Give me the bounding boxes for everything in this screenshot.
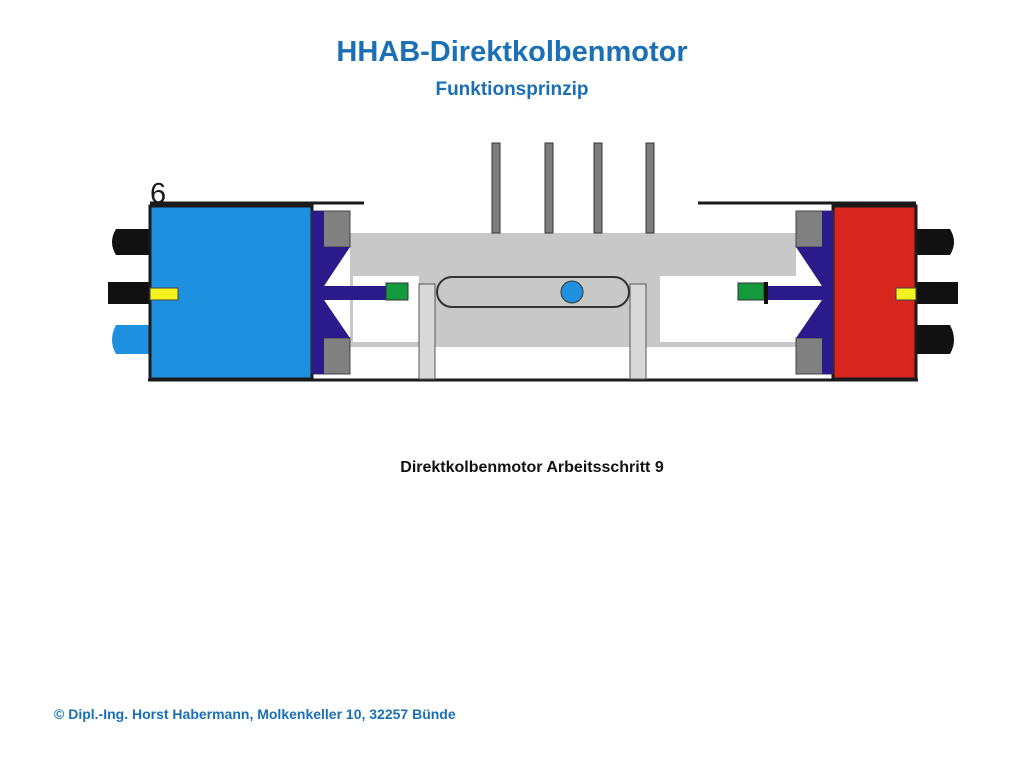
- cooling-fin: [544, 142, 554, 234]
- right-cylinder: [737, 204, 958, 381]
- right-valve-stem: [764, 282, 768, 304]
- right-spark-plug: [895, 287, 917, 301]
- cooling-fins: [491, 142, 655, 234]
- diagram-caption: Direktkolbenmotor Arbeitsschritt 9: [400, 459, 664, 476]
- left-exhaust-port-top: [112, 229, 150, 255]
- left-cylinder: [108, 204, 409, 381]
- cooling-fin: [645, 142, 655, 234]
- right-piston-strut-top: [796, 247, 822, 286]
- left-piston-strut-top: [324, 247, 350, 286]
- center-mechanism: [418, 276, 647, 380]
- page-title: HHAB-Direktkolbenmotor: [336, 36, 688, 68]
- right-piston-plate: [822, 211, 833, 374]
- left-piston-strut-bottom: [324, 300, 350, 338]
- left-exhaust-port-mid: [108, 282, 150, 304]
- left-valve: [385, 282, 409, 301]
- right-piston-strut-bottom: [796, 300, 822, 338]
- left-piston-plate: [312, 211, 324, 374]
- right-guide-post: [629, 283, 647, 380]
- right-valve: [737, 282, 765, 301]
- left-guide-post: [418, 283, 436, 380]
- housing-inner-right-cavity: [660, 276, 796, 342]
- right-exhaust-port-top: [916, 229, 954, 255]
- right-piston-rod: [768, 286, 822, 300]
- right-exhaust-port-mid: [916, 282, 958, 304]
- copyright-footer: © Dipl.-Ing. Horst Habermann, Molkenkell…: [54, 706, 456, 722]
- left-spark-plug: [149, 287, 179, 301]
- left-piston-rod: [324, 286, 386, 300]
- right-exhaust-port-bottom: [916, 325, 954, 354]
- cooling-fin: [593, 142, 603, 234]
- housing-upper-right-band: [648, 233, 796, 247]
- crank-pin: [560, 280, 584, 304]
- cooling-fin: [491, 142, 501, 234]
- connecting-link: [436, 276, 630, 308]
- left-exhaust-port-bottom: [112, 325, 150, 354]
- page-subtitle: Funktionsprinzip: [435, 79, 589, 100]
- housing-upper-left-band: [350, 233, 500, 247]
